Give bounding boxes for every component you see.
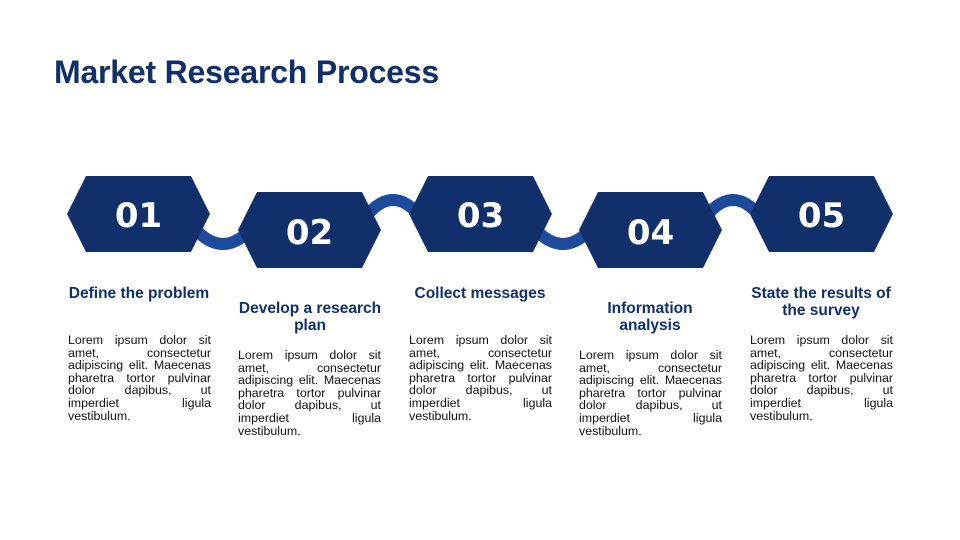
step-2-description: Lorem ipsum dolor sit amet, consectetur … <box>238 348 381 438</box>
step-3-description: Lorem ipsum dolor sit amet, consectetur … <box>409 333 552 423</box>
step-2-hexagon: 02 <box>238 192 381 268</box>
step-4-hexagon: 04 <box>579 192 722 268</box>
step-1-number: 01 <box>115 196 162 236</box>
step-1-description: Lorem ipsum dolor sit amet, consectetur … <box>68 333 211 423</box>
step-1-title: Define the problem <box>68 285 210 302</box>
step-2-title: Develop a research plan <box>238 300 382 334</box>
step-4-description: Lorem ipsum dolor sit amet, consectetur … <box>579 348 722 438</box>
step-3-hexagon: 03 <box>409 176 552 252</box>
step-5-title: State the results of the survey <box>751 285 891 319</box>
step-2-number: 02 <box>286 213 333 253</box>
step-5-number: 05 <box>798 196 845 236</box>
step-4-title: Information analysis <box>607 300 693 334</box>
step-1-hexagon: 01 <box>67 176 210 252</box>
step-4-number: 04 <box>627 213 674 253</box>
step-5-hexagon: 05 <box>750 176 893 252</box>
connector-3-4 <box>532 226 594 250</box>
step-3-title: Collect messages <box>414 285 546 302</box>
step-3-number: 03 <box>457 196 504 236</box>
connector-4-5 <box>702 194 764 220</box>
page-title: Market Research Process <box>54 54 439 90</box>
step-5-description: Lorem ipsum dolor sit amet, consectetur … <box>750 333 893 423</box>
